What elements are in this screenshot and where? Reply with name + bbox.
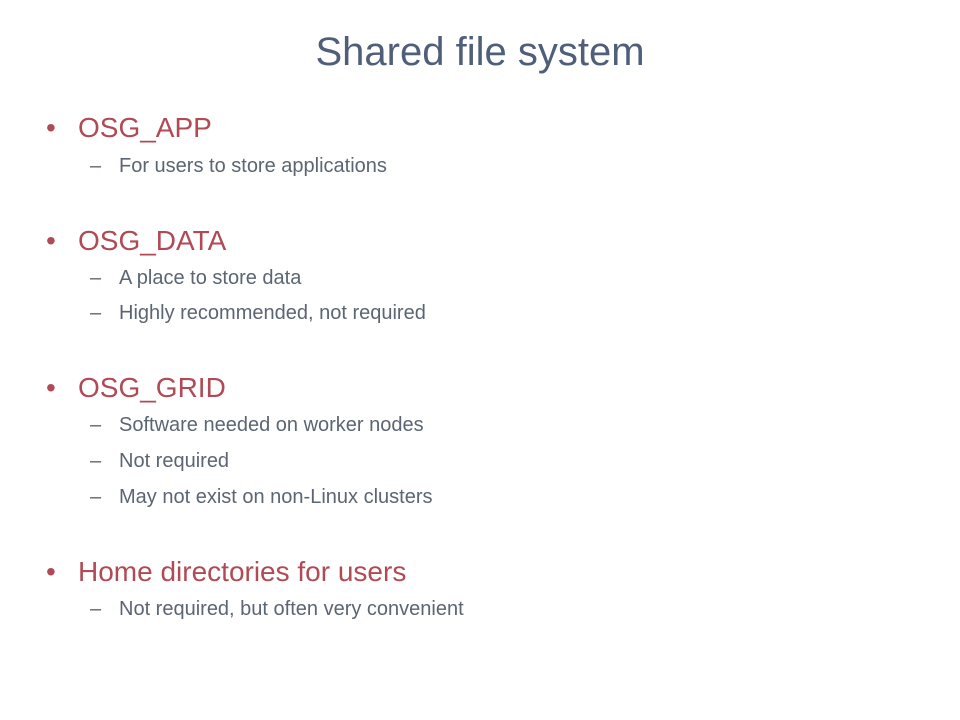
subbullet-dash: –	[90, 414, 102, 436]
bullet-dot: •	[46, 556, 56, 587]
subbullet-dash: –	[90, 302, 102, 324]
subbullet-dash: –	[90, 450, 102, 472]
subbullet-text: May not exist on non-Linux clusters	[119, 486, 433, 508]
bullet-label: Home directories for users	[78, 556, 407, 587]
subbullet-dash: –	[90, 155, 102, 177]
bullet-dot: •	[46, 372, 56, 403]
subbullet-text: Highly recommended, not required	[119, 302, 426, 324]
subbullet: –Highly recommended, not required	[90, 300, 426, 326]
subbullet-text: Not required	[119, 450, 230, 472]
subbullet-text: Software needed on worker nodes	[119, 414, 424, 436]
subbullet: –For users to store applications	[90, 153, 387, 179]
subbullet-text: For users to store applications	[119, 155, 387, 177]
subbullet: –Not required, but often very convenient	[90, 596, 464, 622]
subbullet-text: A place to store data	[119, 267, 302, 289]
bullet-osg-app: • OSG_APP	[46, 111, 212, 145]
bullet-dot: •	[46, 225, 56, 256]
bullet-label: OSG_DATA	[78, 225, 227, 256]
subbullet: –A place to store data	[90, 265, 301, 291]
subbullet-dash: –	[90, 598, 102, 620]
subbullet: –Software needed on worker nodes	[90, 412, 424, 438]
bullet-label: OSG_GRID	[78, 372, 226, 403]
subbullet-text: Not required, but often very convenient	[119, 598, 464, 620]
slide-title: Shared file system	[315, 30, 645, 74]
subbullet-dash: –	[90, 267, 102, 289]
subbullet-dash: –	[90, 486, 102, 508]
bullet-label: OSG_APP	[78, 112, 212, 143]
bullet-osg-data: • OSG_DATA	[46, 224, 226, 258]
subbullet: –Not required	[90, 448, 229, 474]
bullet-dot: •	[46, 112, 56, 143]
bullet-home-directories: • Home directories for users	[46, 555, 406, 589]
subbullet: –May not exist on non-Linux clusters	[90, 484, 433, 510]
bullet-osg-grid: • OSG_GRID	[46, 371, 226, 405]
